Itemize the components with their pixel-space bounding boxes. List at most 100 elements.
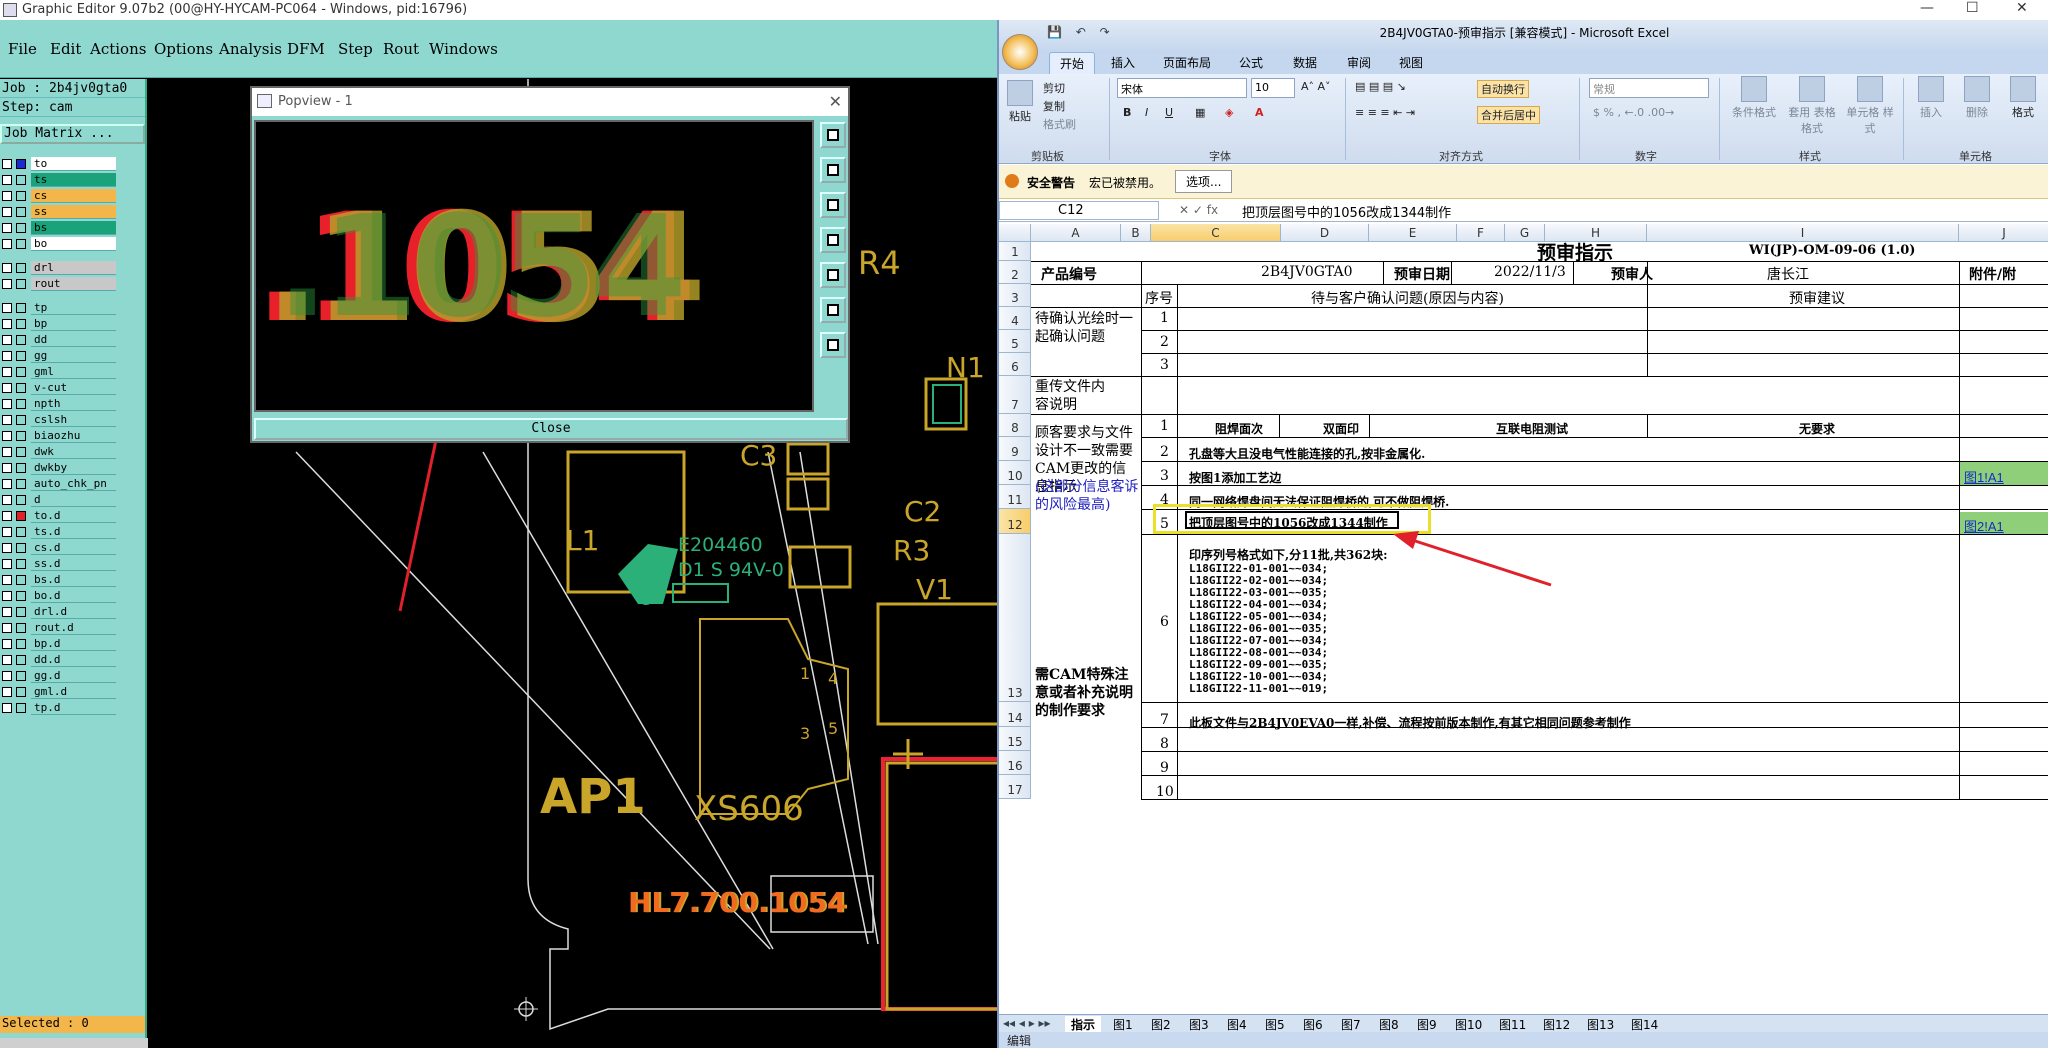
zoom-tool-4[interactable]	[820, 227, 846, 253]
layer-row-auto-chk-pn[interactable]: auto_chk_pn	[0, 477, 118, 491]
layer-checkbox[interactable]	[2, 495, 12, 505]
layer-row-cs-d[interactable]: cs.d	[0, 541, 118, 555]
layer-checkbox[interactable]	[2, 511, 12, 521]
row-header-15[interactable]: 15	[999, 727, 1031, 751]
row-header-8[interactable]: 8	[999, 414, 1031, 437]
layer-checkbox[interactable]	[2, 207, 12, 217]
row-header-10[interactable]: 10	[999, 461, 1031, 485]
row-header-3[interactable]: 3	[999, 284, 1031, 307]
layer-name[interactable]: v-cut	[31, 381, 116, 395]
sheet-tab-figure-2[interactable]: 图2	[1151, 1018, 1171, 1032]
layer-name[interactable]: to.d	[31, 509, 116, 523]
sheet-tab-figure-10[interactable]: 图10	[1455, 1018, 1483, 1032]
menu-rout[interactable]: Rout	[383, 40, 420, 58]
layer-name[interactable]: tp	[31, 301, 116, 315]
layer-row-gg-d[interactable]: gg.d	[0, 669, 118, 683]
layer-row-rout-d[interactable]: rout.d	[0, 621, 118, 635]
font-name-select[interactable]: 宋体	[1117, 78, 1247, 98]
layer-name[interactable]: tp.d	[31, 701, 116, 715]
layer-checkbox[interactable]	[2, 479, 12, 489]
selected-cell-c12[interactable]	[1185, 511, 1399, 529]
menu-dfm[interactable]: DFM	[287, 40, 325, 58]
layer-affect-toggle[interactable]	[16, 351, 26, 361]
link-figure-1[interactable]: 图1!A1	[1964, 470, 2004, 485]
row-header-5[interactable]: 5	[999, 330, 1031, 353]
layer-row-tp[interactable]: tp	[0, 301, 118, 315]
layer-affect-toggle[interactable]	[16, 399, 26, 409]
tab-home[interactable]: 开始	[1049, 52, 1096, 74]
insert-cells-button[interactable]: 插入	[1909, 76, 1953, 120]
layer-row-npth[interactable]: npth	[0, 397, 118, 411]
popview-close-button[interactable]: Close	[254, 418, 848, 440]
sheet-tab-main[interactable]: 指示	[1065, 1016, 1102, 1033]
layer-checkbox[interactable]	[2, 223, 12, 233]
column-header-g[interactable]: G	[1505, 224, 1545, 242]
tab-page-layout[interactable]: 页面布局	[1163, 56, 1212, 70]
layer-row-dwk[interactable]: dwk	[0, 445, 118, 459]
layer-name[interactable]: ss	[31, 205, 116, 219]
minimize-icon[interactable]: —	[1920, 0, 1934, 16]
sheet-tab-figure-11[interactable]: 图11	[1499, 1018, 1527, 1032]
layer-name[interactable]: to	[31, 157, 116, 171]
layer-affect-toggle[interactable]	[16, 335, 26, 345]
fill-color-icon[interactable]: ◈	[1225, 106, 1234, 119]
close-icon[interactable]: ✕	[828, 92, 842, 111]
zoom-fit-tool[interactable]	[820, 297, 846, 323]
layer-name[interactable]: dd.d	[31, 653, 116, 667]
layer-name[interactable]: gg	[31, 349, 116, 363]
sheet-tab-figure-7[interactable]: 图7	[1341, 1018, 1361, 1032]
row-header-9[interactable]: 9	[999, 437, 1031, 461]
popview-zoom-view[interactable]: .1054 .1054 .1054	[254, 120, 814, 412]
layer-row-gg[interactable]: gg	[0, 349, 118, 363]
layer-row-ss-d[interactable]: ss.d	[0, 557, 118, 571]
sheet-tab-figure-3[interactable]: 图3	[1189, 1018, 1209, 1032]
layer-row-bp-d[interactable]: bp.d	[0, 637, 118, 651]
layer-affect-toggle[interactable]	[16, 223, 26, 233]
column-header-i[interactable]: I	[1647, 224, 1959, 242]
zoom-tool-1[interactable]	[820, 122, 846, 148]
layer-row-gml-d[interactable]: gml.d	[0, 685, 118, 699]
column-header-h[interactable]: H	[1545, 224, 1647, 242]
layer-checkbox[interactable]	[2, 543, 12, 553]
layer-name[interactable]: gg.d	[31, 669, 116, 683]
column-header-j[interactable]: J	[1959, 224, 2048, 242]
layer-name[interactable]: npth	[31, 397, 116, 411]
layer-checkbox[interactable]	[2, 559, 12, 569]
format-painter-button[interactable]: 格式刷	[1043, 118, 1076, 131]
formula-input[interactable]: 把顶层图号中的1056改成1344制作	[1242, 206, 1452, 221]
menu-actions[interactable]: Actions	[90, 40, 147, 58]
row-header-7[interactable]: 7	[999, 376, 1031, 414]
layer-row-ts[interactable]: ts	[0, 173, 118, 187]
border-icon[interactable]: ▦	[1195, 106, 1206, 119]
layer-checkbox[interactable]	[2, 671, 12, 681]
wrap-text-button[interactable]: 自动换行	[1477, 80, 1529, 98]
number-format-icons[interactable]: $ % , ←.0 .00→	[1593, 106, 1675, 119]
layer-checkbox[interactable]	[2, 527, 12, 537]
tab-view[interactable]: 视图	[1399, 56, 1424, 70]
format-cells-button[interactable]: 格式	[2001, 76, 2045, 120]
sheet-tab-figure-4[interactable]: 图4	[1227, 1018, 1247, 1032]
layer-name[interactable]: dwk	[31, 445, 116, 459]
layer-checkbox[interactable]	[2, 319, 12, 329]
sheet-tab-figure-8[interactable]: 图8	[1379, 1018, 1399, 1032]
layer-row-tp-d[interactable]: tp.d	[0, 701, 118, 715]
sheet-nav-icons[interactable]: ◂◂ ◂ ▸ ▸▸	[1003, 1016, 1051, 1030]
layer-row-v-cut[interactable]: v-cut	[0, 381, 118, 395]
layer-name[interactable]: ss.d	[31, 557, 116, 571]
layer-row-cs[interactable]: cs	[0, 189, 118, 203]
number-format-select[interactable]: 常规	[1589, 78, 1709, 98]
select-all-corner[interactable]	[999, 224, 1031, 242]
layer-affect-toggle[interactable]	[16, 159, 26, 169]
menu-windows[interactable]: Windows	[429, 40, 498, 58]
layer-checkbox[interactable]	[2, 591, 12, 601]
maximize-icon[interactable]: ☐	[1966, 0, 1979, 16]
layer-row-ts-d[interactable]: ts.d	[0, 525, 118, 539]
security-options-button[interactable]: 选项...	[1175, 170, 1233, 193]
layer-checkbox[interactable]	[2, 575, 12, 585]
layer-row-drl-d[interactable]: drl.d	[0, 605, 118, 619]
layer-row-cslsh[interactable]: cslsh	[0, 413, 118, 427]
layer-affect-toggle[interactable]	[16, 639, 26, 649]
layer-name[interactable]: drl	[31, 261, 116, 275]
sheet-tab-figure-5[interactable]: 图5	[1265, 1018, 1285, 1032]
layer-checkbox[interactable]	[2, 703, 12, 713]
